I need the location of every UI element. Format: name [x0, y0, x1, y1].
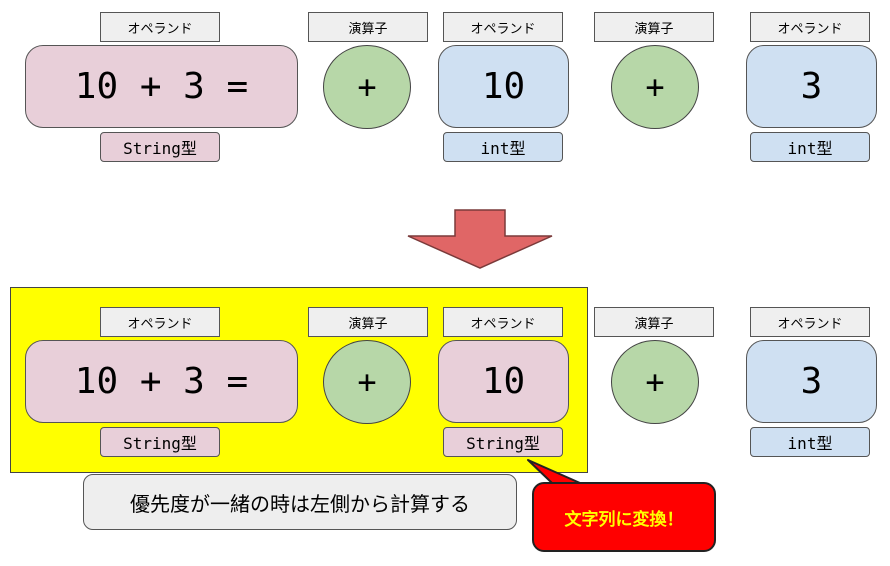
operator-label: 演算子 — [308, 12, 428, 42]
operator-label: 演算子 — [594, 12, 714, 42]
operand-box: 3 — [746, 340, 877, 423]
operator-label: 演算子 — [594, 307, 714, 337]
operand-label: オペランド — [750, 307, 870, 337]
type-label: String型 — [100, 132, 220, 162]
type-label: int型 — [750, 427, 870, 457]
operand-label: オペランド — [100, 12, 220, 42]
operand-box: 10 — [438, 340, 569, 423]
type-label: String型 — [443, 427, 563, 457]
operator-label: 演算子 — [308, 307, 428, 337]
operand-label: オペランド — [443, 307, 563, 337]
operator-circle: + — [611, 45, 699, 129]
evaluation-order-note: 優先度が一緒の時は左側から計算する — [83, 474, 517, 530]
operand-label: オペランド — [100, 307, 220, 337]
operator-circle: + — [611, 340, 699, 424]
operand-box: 10 + 3 = — [25, 45, 298, 128]
operand-box: 10 — [438, 45, 569, 128]
operand-box: 3 — [746, 45, 877, 128]
operand-label: オペランド — [750, 12, 870, 42]
operand-label: オペランド — [443, 12, 563, 42]
string-conversion-callout: 文字列に変換！ — [532, 482, 716, 552]
type-label: String型 — [100, 427, 220, 457]
operator-circle: + — [323, 45, 411, 129]
type-label: int型 — [750, 132, 870, 162]
down-arrow-icon — [407, 209, 553, 269]
type-label: int型 — [443, 132, 563, 162]
operand-box: 10 + 3 = — [25, 340, 298, 423]
operator-circle: + — [323, 340, 411, 424]
